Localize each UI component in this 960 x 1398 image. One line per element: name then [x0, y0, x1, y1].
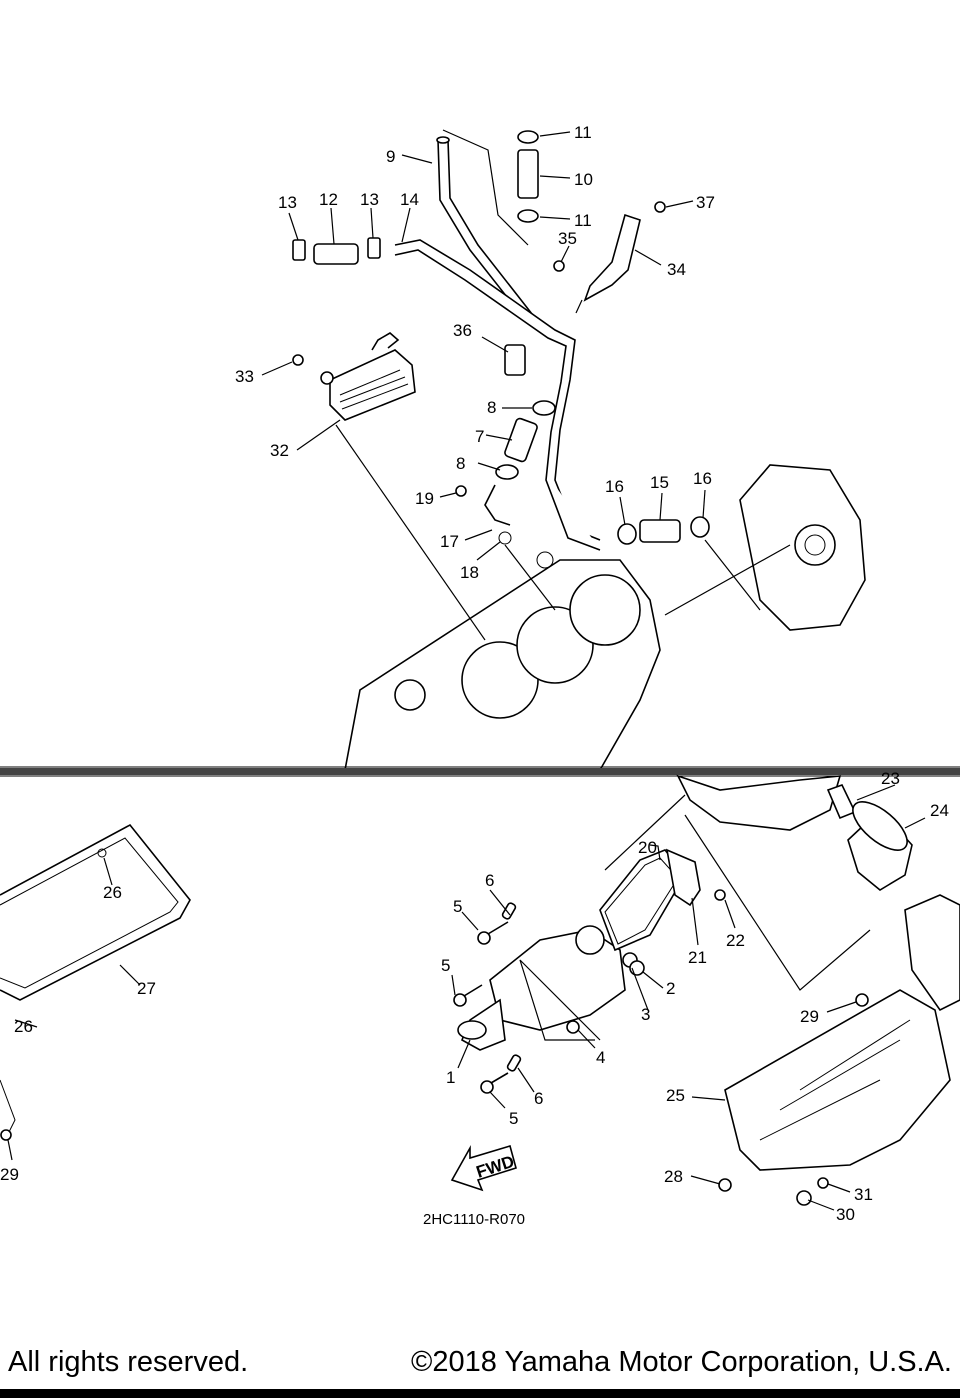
callout-32: 32 [270, 441, 289, 460]
callout-26: 26 [14, 1017, 33, 1036]
callout-35: 35 [558, 229, 577, 248]
callout-labels: 11 9 10 13 12 13 14 37 11 35 34 36 33 8 … [0, 123, 949, 1228]
callout-30: 30 [836, 1205, 855, 1224]
callout-20: 20 [638, 838, 657, 857]
callout-8: 8 [456, 454, 465, 473]
leader-lines-upper [261, 129, 791, 641]
section-divider [0, 768, 960, 775]
crankcase-lower [676, 774, 842, 831]
callout-13: 13 [360, 190, 379, 209]
callout-22: 22 [726, 931, 745, 950]
callout-10: 10 [574, 170, 593, 189]
copyright-text: ©2018 Yamaha Motor Corporation, U.S.A. [411, 1346, 952, 1378]
callout-26: 26 [103, 883, 122, 902]
callout-14: 14 [400, 190, 419, 209]
callout-18: 18 [460, 563, 479, 582]
callout-7: 7 [475, 427, 484, 446]
cylinder-block [344, 551, 661, 771]
callout-4: 4 [596, 1048, 605, 1067]
callout-34: 34 [667, 260, 686, 279]
leader-lines-lower [7, 784, 926, 1211]
callout-25: 25 [666, 1086, 685, 1105]
diagram-code: 2HC1110-R070 [423, 1211, 525, 1228]
callout-17: 17 [440, 532, 459, 551]
callout-27: 27 [137, 979, 156, 998]
callout-29: 29 [800, 1007, 819, 1026]
callout-6: 6 [485, 871, 494, 890]
callout-21: 21 [688, 948, 707, 967]
callout-5: 5 [453, 897, 462, 916]
callout-23: 23 [881, 769, 900, 788]
callout-29: 29 [0, 1165, 19, 1184]
callout-1: 1 [446, 1068, 455, 1087]
callout-28: 28 [664, 1167, 683, 1186]
hose-assembly [292, 130, 710, 551]
rights-text: All rights reserved. [8, 1346, 249, 1378]
oil-pan-gasket-left [0, 823, 191, 1141]
callout-36: 36 [453, 321, 472, 340]
oil-cooler [292, 332, 416, 421]
callout-2: 2 [666, 979, 675, 998]
callout-5: 5 [509, 1109, 518, 1128]
callout-24: 24 [930, 801, 949, 820]
callout-33: 33 [235, 367, 254, 386]
callout-11: 11 [574, 211, 592, 230]
callout-3: 3 [641, 1005, 650, 1024]
callout-12: 12 [319, 190, 338, 209]
crankcase-cover [739, 464, 866, 631]
fwd-arrow: FWD [450, 1144, 517, 1192]
callout-31: 31 [854, 1185, 873, 1204]
callout-19: 19 [415, 489, 434, 508]
callout-11: 11 [574, 123, 592, 142]
oil-pump [457, 848, 701, 1051]
bottom-bar [0, 1389, 960, 1398]
oil-pan [718, 894, 960, 1206]
callout-9: 9 [386, 147, 395, 166]
callout-8: 8 [487, 398, 496, 417]
callout-37: 37 [696, 193, 715, 212]
callout-6: 6 [534, 1089, 543, 1108]
callout-15: 15 [650, 473, 669, 492]
callout-16: 16 [605, 477, 624, 496]
callout-13: 13 [278, 193, 297, 212]
callout-5: 5 [441, 956, 450, 975]
pump-bolts [453, 889, 726, 1094]
callout-16: 16 [693, 469, 712, 488]
oil-filter [826, 784, 913, 891]
